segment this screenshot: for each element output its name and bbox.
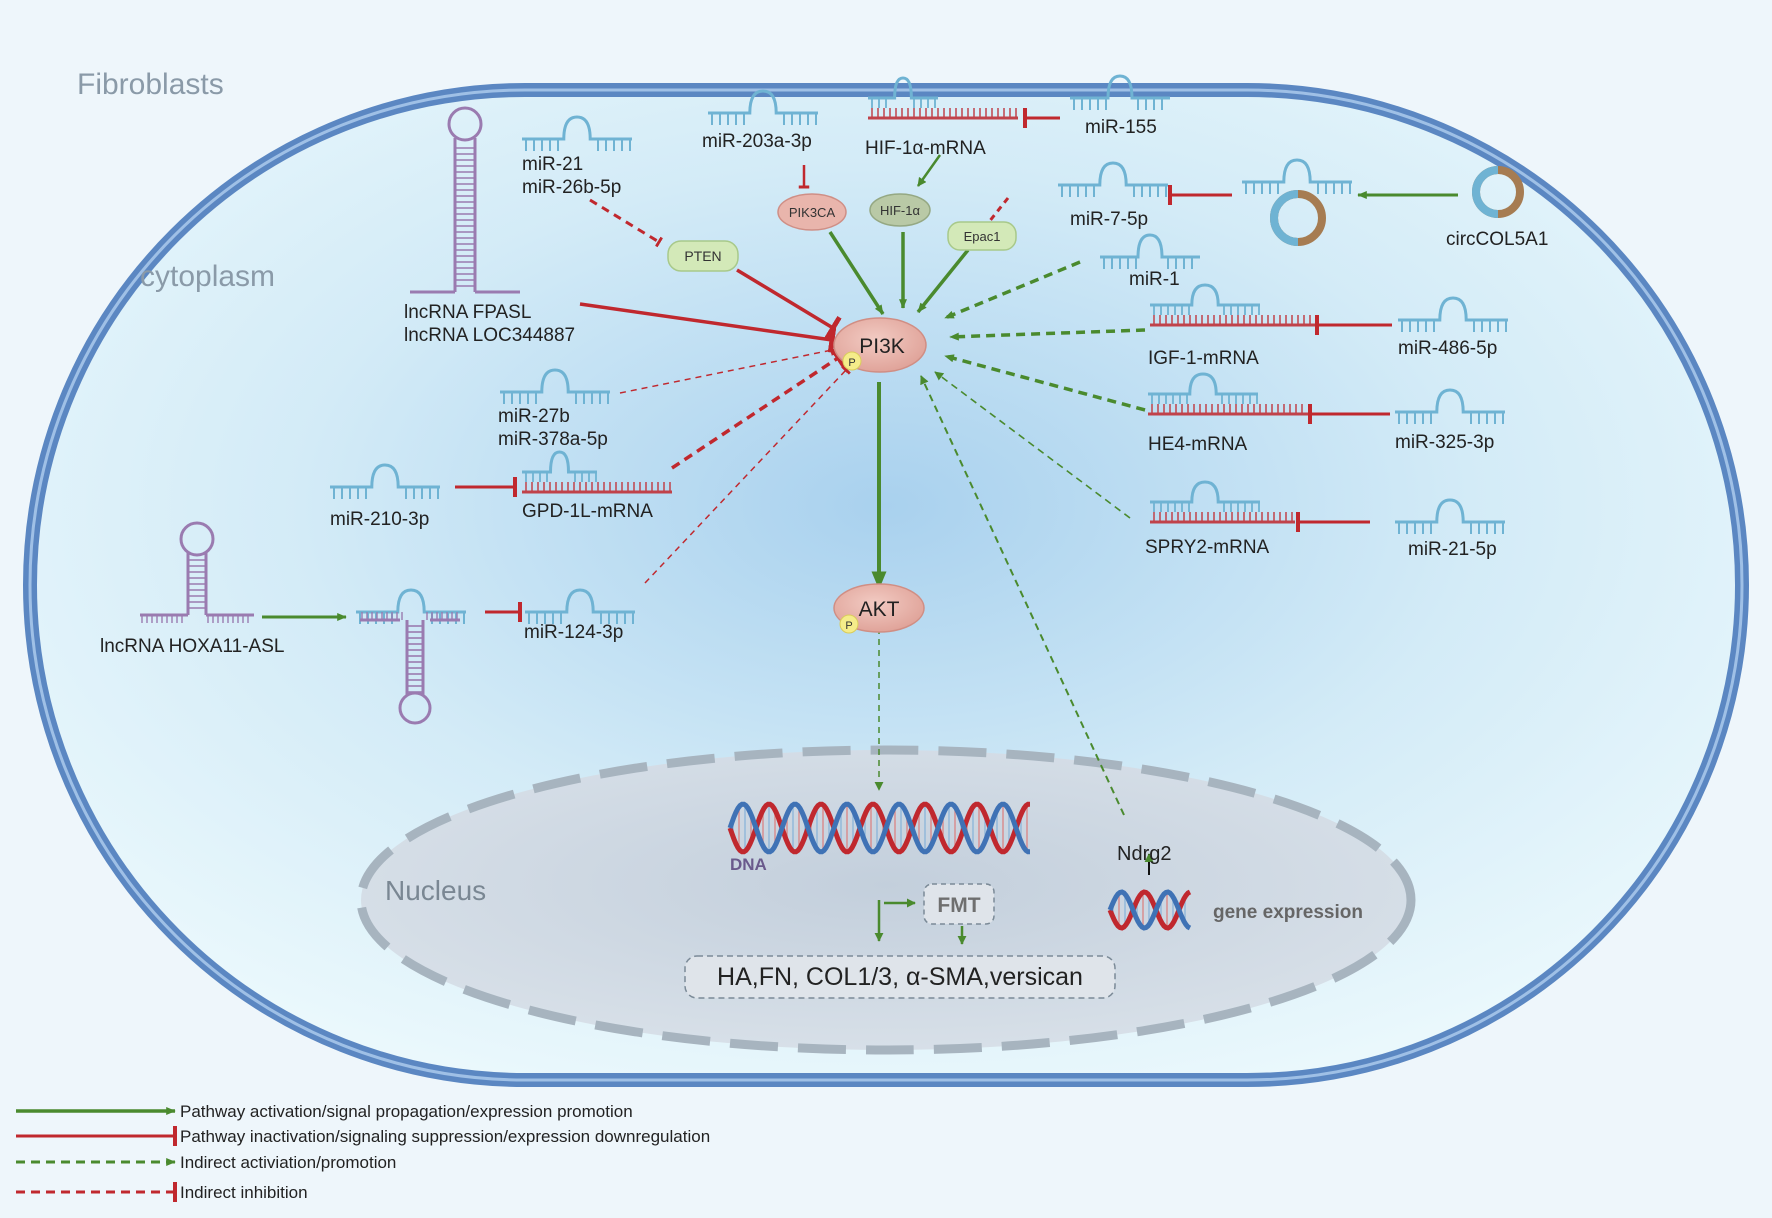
edge-pten-pi3k xyxy=(736,268,842,340)
lnc-loc-label: lncRNA LOC344887 xyxy=(404,325,575,346)
circcol5a1-icon-half xyxy=(1472,166,1499,218)
mrna-icon xyxy=(1148,372,1308,416)
akt-phospho-label: P xyxy=(845,620,852,632)
sponge-hairpin-icon xyxy=(360,612,460,725)
akt-phospho-icon xyxy=(839,614,859,634)
mirna-icon xyxy=(708,89,818,125)
mir27b-label: miR-27b xyxy=(498,406,570,427)
nodes: miR-21 miR-26b-5p miR-203a-3p miR-155 mi… xyxy=(100,74,1548,999)
pi3k-phospho-label: P xyxy=(848,357,855,369)
epac1-label: Epac1 xyxy=(964,229,1001,244)
edge-ndrg2-pi3k xyxy=(920,375,1125,816)
hif1a-mrna-label: HIF-1α-mRNA xyxy=(865,138,986,159)
legend-inactivation-label: Pathway inactivation/signaling suppressi… xyxy=(180,1127,710,1146)
legend-activation-label: Pathway activation/signal propagation/ex… xyxy=(180,1102,633,1121)
circcol5a1-label: circCOL5A1 xyxy=(1446,229,1548,250)
products-label: HA,FN, COL1/3, α-SMA,versican xyxy=(717,963,1083,991)
hif1a-label: HIF-1α xyxy=(880,203,921,218)
ndrg2-label: Ndrg2 xyxy=(1117,843,1171,865)
mirna-icon xyxy=(1395,498,1505,534)
mrna-icon xyxy=(1150,283,1315,327)
mirna-icon xyxy=(500,368,610,404)
dna-label: DNA xyxy=(730,855,767,874)
gpd1l-mrna-label: GPD-1L-mRNA xyxy=(522,501,653,522)
mrna-icon xyxy=(868,76,1018,120)
edge-epac1-pi3k xyxy=(916,248,970,314)
mirna-icon xyxy=(330,463,440,499)
edge-lncfpasl-pi3k xyxy=(579,302,837,353)
mir155-label: miR-155 xyxy=(1085,117,1157,138)
edge-mir1-pi3k xyxy=(944,260,1081,320)
dna-helix-icon xyxy=(727,801,1030,855)
pik3ca-node xyxy=(777,193,847,231)
edge-mir124-pi3k xyxy=(644,365,851,584)
mirna-icon xyxy=(522,115,632,151)
fibroblasts-label: Fibroblasts xyxy=(77,68,224,101)
legend-indirect-inhibition-label: Indirect inhibition xyxy=(180,1183,308,1202)
mirna-icon xyxy=(1100,233,1200,269)
edge-hif1amrna-hif1a xyxy=(916,154,942,187)
mirna-icon xyxy=(1070,74,1170,110)
mir378a-label: miR-378a-5p xyxy=(498,429,608,450)
epac1-node xyxy=(947,221,1017,251)
membrane-highlight xyxy=(28,88,1744,1082)
products-box xyxy=(684,955,1116,999)
edges xyxy=(262,108,1458,945)
edge-pik3ca-pi3k xyxy=(828,231,885,315)
mirna-icon xyxy=(1395,388,1505,424)
mir21-label: miR-21 xyxy=(522,154,583,175)
cytoplasm-label: cytoplasm xyxy=(140,260,275,293)
akt-label: AKT xyxy=(859,598,900,621)
mirna-icon xyxy=(1398,296,1508,332)
spry2-mrna-label: SPRY2-mRNA xyxy=(1145,537,1270,558)
legend: Pathway activation/signal propagation/ex… xyxy=(16,1102,710,1202)
pi3k-label: PI3K xyxy=(859,335,905,358)
mirna-icon xyxy=(1058,161,1168,197)
mir26b-label: miR-26b-5p xyxy=(522,177,621,198)
mir21-5p-label: miR-21-5p xyxy=(1408,539,1497,560)
he4-mrna-label: HE4-mRNA xyxy=(1148,434,1248,455)
edge-mir27b-pi3k xyxy=(619,344,835,394)
lnc-fpasl-label: lncRNA FPASL xyxy=(404,302,531,323)
mir7-label: miR-7-5p xyxy=(1070,209,1148,230)
fmt-label: FMT xyxy=(937,894,980,917)
lncrna-hoxa11-icon xyxy=(140,521,254,623)
lncrna-hairpin-icon xyxy=(410,106,520,294)
mirna-icon xyxy=(525,588,635,624)
mir486-label: miR-486-5p xyxy=(1398,338,1497,359)
mir124-label: miR-124-3p xyxy=(524,622,623,643)
mir1-label: miR-1 xyxy=(1129,269,1180,290)
igf1-mrna-label: IGF-1-mRNA xyxy=(1148,348,1259,369)
edge-he4-pi3k xyxy=(944,354,1146,412)
hif1a-node xyxy=(869,193,931,227)
pten-label: PTEN xyxy=(684,248,721,264)
pten-node xyxy=(667,240,739,272)
nucleus-envelope xyxy=(356,745,1416,1055)
pik3ca-label: PIK3CA xyxy=(789,205,836,220)
gene-expression-label: gene expression xyxy=(1213,902,1363,923)
fmt-box xyxy=(923,883,995,925)
edge-spry2-pi3k xyxy=(934,371,1131,519)
circ-sponge-ring-half xyxy=(1270,190,1299,246)
mrna-icon xyxy=(1150,480,1295,524)
mrna-icon xyxy=(522,450,672,494)
mir210-label: miR-210-3p xyxy=(330,509,429,530)
nucleus-label: Nucleus xyxy=(385,875,486,906)
lnc-hoxa11-label: lncRNA HOXA11-ASL xyxy=(100,636,284,657)
edge-igf1-pi3k xyxy=(949,328,1146,341)
pi3k-phospho-icon xyxy=(842,351,862,371)
mir325-label: miR-325-3p xyxy=(1395,432,1494,453)
legend-indirect-activation-label: Indirect activiation/promotion xyxy=(180,1153,396,1172)
edge-gpd1l-pi3k xyxy=(671,348,846,470)
mir203a-label: miR-203a-3p xyxy=(702,131,812,152)
gene-dna-helix-icon xyxy=(1107,889,1192,931)
circ-sponge-mirna-icon xyxy=(1242,158,1352,194)
